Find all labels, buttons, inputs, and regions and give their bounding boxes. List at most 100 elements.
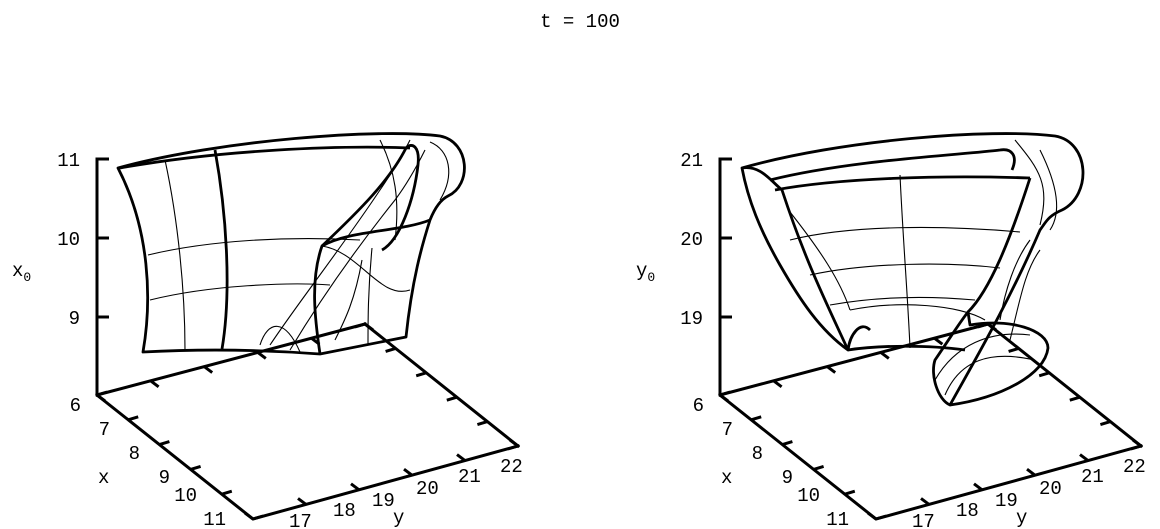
surface-grid-line [849,304,986,321]
axis-tick [781,440,793,447]
axis-tick [920,497,930,506]
z-tick-labels-right: 21 20 19 [680,150,703,330]
axis-tick [879,351,890,360]
surface-fold [967,177,1032,313]
axis-tick [158,440,170,447]
surface-grid-line [149,283,331,301]
axis-tick [476,420,488,427]
x-tick-label: 8 [129,443,140,465]
z-tick-label: 11 [57,150,80,172]
axis-tick [973,482,983,491]
axis-tick [933,337,944,346]
axis-tick [415,371,427,378]
axis-tick [244,511,254,521]
x-tick-label: 6 [70,395,81,417]
surface-fold [321,144,420,252]
surface-fold [847,344,966,352]
y-tick-label: 20 [1039,478,1062,500]
y-tick-labels-left: 17 18 19 20 21 22 [289,456,523,529]
axis-tick [1038,371,1050,378]
surface-rim [774,175,1031,192]
x-tick-label: 6 [693,395,704,417]
surface-grid-line [367,247,373,346]
axis-tick [507,444,519,451]
axis-tick [875,514,887,521]
axis-tick [221,489,233,496]
axis-tick [750,415,762,422]
surface-grid-line [147,238,361,256]
y-tick-label: 17 [289,511,312,529]
y-tick-label: 18 [956,500,979,522]
axis-tick [446,395,458,402]
surface-grid-line [269,139,411,346]
x-tick-label: 8 [752,443,763,465]
surface-outline [741,132,1085,407]
x-tick-labels-right: 6 7 8 9 10 11 [693,395,849,529]
surface-outline [740,166,850,352]
axis-tick [256,351,267,360]
surface-grid-line [1039,149,1058,231]
y-tick-label: 21 [458,466,481,488]
axis-tick [719,393,729,403]
x-tick-label: 10 [797,485,820,507]
axis-tick [190,464,202,471]
surface-grid-line [429,141,450,201]
surface-grid-line [1009,249,1041,341]
x-tick-label: 9 [782,467,793,489]
axis-tick [364,322,374,332]
x-tick-label: 10 [174,485,197,507]
y-tick-label: 21 [1081,466,1104,488]
surface-grid-line [213,149,229,350]
axis-tick [844,489,856,496]
surface-grid-line [944,355,1036,396]
axis-tick [1069,395,1081,402]
y-tick-label: 20 [416,478,439,500]
axes-frame-left [95,157,521,521]
surface-fold [846,325,871,351]
x-tick-labels-left: 6 7 8 9 10 11 [70,395,226,529]
axis-ticks-left [96,157,519,521]
axis-tick [867,511,877,521]
surface-grid-line [789,226,1021,241]
z-tick-labels-left: 11 10 9 [57,150,80,330]
surface-grid-line [1014,139,1045,226]
y-axis-label-left: y [393,507,404,529]
axis-tick [1008,346,1020,353]
y-tick-label: 22 [1123,456,1146,478]
axis-tick [772,379,783,388]
surface-x0 [116,132,466,356]
z-tick-label: 10 [57,229,80,251]
figure-title: t = 100 [540,11,620,33]
plot-x0: 11 10 9 x0 6 7 8 9 10 11 x 17 18 19 20 2… [12,132,523,529]
surface-grid-line [334,259,363,341]
axis-tick [1079,453,1089,462]
surface-grid-line [379,139,398,241]
axis-tick [977,322,989,329]
surface-grid-line [321,245,411,292]
surface-grid-line [789,211,851,311]
axis-tick [96,393,106,403]
y-axis-label-right: y [1016,507,1027,529]
surface-y0 [740,132,1085,407]
axis-tick [1026,468,1036,477]
z-tick-label: 21 [680,150,703,172]
y-tick-labels-right: 17 18 19 20 21 22 [912,456,1146,529]
axis-tick [354,322,366,329]
surface-grid-line [259,325,301,353]
axis-tick [1130,444,1142,451]
axis-tick [826,365,837,374]
axis-ticks-right [719,157,1142,521]
surface-grid-line [119,145,411,170]
x-tick-label: 11 [826,509,849,529]
x-axis-label-right: x [721,467,732,489]
axis-tick [813,464,825,471]
axis-tick [297,497,307,506]
z-tick-label: 19 [680,308,703,330]
axis-tick [403,468,413,477]
y-tick-label: 17 [912,511,935,529]
axes-frame-right [718,157,1144,521]
axis-tick [456,453,466,462]
axis-tick [385,346,397,353]
axis-tick [350,482,360,491]
